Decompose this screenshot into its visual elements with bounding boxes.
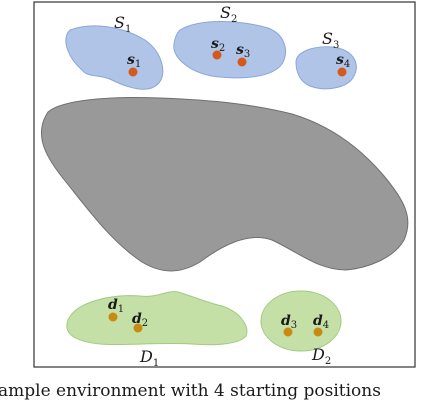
dest-point-label-3: d3 (281, 313, 297, 331)
dest-point-label-2: d2 (132, 311, 148, 329)
figure-caption: ample environment with 4 starting positi… (0, 381, 381, 401)
dest-point-3 (283, 327, 293, 337)
start-point-2 (212, 50, 222, 60)
dest-region-1 (66, 291, 248, 346)
dest-region-label-1: D1 (139, 347, 159, 369)
start-region-label-2: S2 (220, 3, 237, 25)
start-point-label-1: s1 (127, 52, 141, 70)
start-point-label-2: s2 (211, 36, 225, 54)
dest-point-1 (108, 312, 118, 322)
dest-point-label-1: d1 (108, 297, 124, 315)
start-region-1 (65, 25, 164, 90)
start-point-1 (128, 67, 138, 77)
obstacle-region (40, 97, 409, 272)
dest-point-label-4: d4 (313, 313, 329, 331)
dest-region-2 (260, 290, 342, 352)
start-region-label-1: S1 (114, 13, 131, 35)
dest-point-4 (313, 327, 323, 337)
start-region-label-3: S3 (322, 29, 339, 51)
environment-frame (33, 1, 416, 368)
start-point-4 (337, 67, 347, 77)
start-region-2 (173, 21, 286, 79)
start-point-3 (237, 57, 247, 67)
start-region-3 (295, 46, 357, 90)
start-point-label-3: s3 (236, 42, 250, 60)
dest-region-label-2: D2 (311, 345, 331, 367)
start-point-label-4: s4 (336, 52, 350, 70)
dest-point-2 (133, 323, 143, 333)
